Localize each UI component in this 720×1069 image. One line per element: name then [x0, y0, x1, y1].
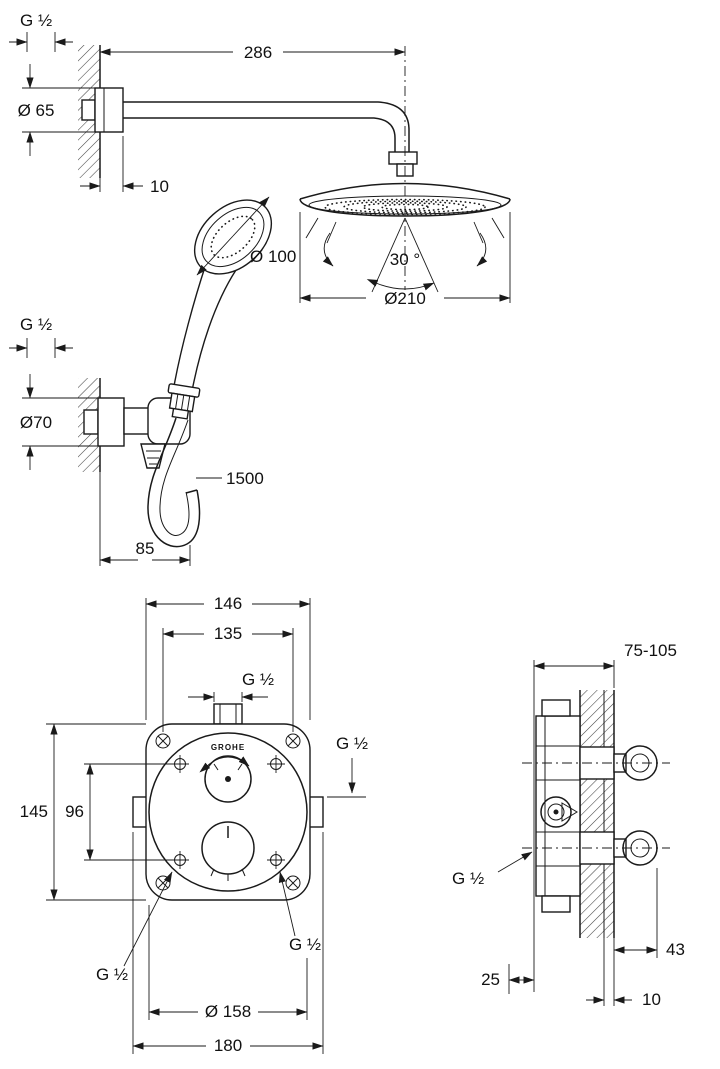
dim-hand-diameter: Ø 100 [196, 196, 296, 276]
shower-arm [81, 87, 418, 177]
dim-label-spray-angle: 30 ° [390, 250, 420, 269]
dim-label-installation-depth: 75-105 [624, 641, 677, 660]
rough-in-box [535, 699, 581, 913]
dim-label-holder-diameter: Ø70 [20, 413, 52, 432]
thread-label-holder: G ½ [20, 315, 52, 334]
hand-shower [167, 199, 273, 420]
dim-plate-height: 145 [20, 723, 146, 901]
mixer-side-view [522, 660, 670, 992]
dim-label-arm-length: 286 [244, 43, 272, 62]
dim-label-overall-width: 180 [214, 1036, 242, 1055]
dim-holder-diameter: Ø70 [20, 374, 98, 470]
dim-port-projection: 43 [613, 868, 685, 1006]
dim-overall-width: 180 [132, 832, 324, 1055]
thread-label-arm: G ½ [20, 11, 52, 30]
dim-port-spacing: 96 [65, 763, 172, 861]
dim-thread-bottom-left: G ½ [96, 871, 173, 984]
dim-label-port-spacing: 96 [65, 802, 84, 821]
dim-arm-length: 286 [99, 43, 406, 62]
dim-label-width-inner: 135 [214, 624, 242, 643]
dim-wall-clearance: 10 [80, 136, 169, 196]
dim-label-width-outer: 146 [214, 594, 242, 613]
dim-flange-diameter: Ø 65 [18, 64, 95, 156]
mixer-front-view: GROHE [132, 703, 324, 901]
thread-label-mixer-top: G ½ [242, 670, 274, 689]
dim-label-plate-height: 145 [20, 802, 48, 821]
dim-thread-side: G ½ [452, 851, 533, 888]
dim-screw-width-inner: 135 [162, 624, 294, 732]
dim-screw-width-outer: 146 [145, 594, 311, 720]
side-ports [613, 745, 658, 866]
dim-label-hose-length: 1500 [226, 469, 264, 488]
dim-holder-thread: G ½ [9, 315, 73, 358]
thread-label-mixer-right: G ½ [336, 734, 368, 753]
swivel-arrows [322, 232, 488, 267]
dim-label-port-projection: 43 [666, 940, 685, 959]
dim-trim-diameter: Ø 158 [148, 905, 308, 1021]
shower-hose [147, 417, 201, 548]
brand-logo: GROHE [211, 743, 245, 752]
dim-wall-layer: 10 [586, 938, 661, 1009]
dim-label-wall-clearance: 10 [150, 177, 169, 196]
dim-label-hand-diameter: Ø 100 [250, 247, 296, 266]
thermostat-handle [199, 755, 252, 803]
dim-arm-thread: G ½ [9, 11, 73, 52]
dim-label-trim-diameter: Ø 158 [205, 1002, 251, 1021]
head-shower [299, 46, 511, 293]
connection-ports [171, 755, 285, 869]
dim-installation-depth: 75-105 [533, 641, 677, 688]
dim-thread-right: G ½ [327, 734, 368, 798]
thread-label-mixer-bottom-right: G ½ [289, 935, 321, 954]
dim-thread-bottom-right: G ½ [278, 871, 321, 954]
thread-label-mixer-bottom-left: G ½ [96, 965, 128, 984]
dim-label-flange-diameter: Ø 65 [18, 101, 55, 120]
dim-hose-length: 1500 [196, 469, 264, 488]
dim-label-holder-projection: 85 [136, 539, 155, 558]
spray-cone [366, 217, 439, 293]
volume-handle [201, 821, 255, 881]
dim-label-front-clearance: 25 [481, 970, 500, 989]
dim-label-head-diameter: Ø210 [384, 289, 426, 308]
dim-label-wall-layer: 10 [642, 990, 661, 1009]
dim-holder-projection: 85 [99, 472, 191, 566]
dim-front-clearance: 25 [481, 964, 535, 994]
thread-label-side: G ½ [452, 869, 484, 888]
spray-lines [305, 217, 505, 244]
dim-head-diameter: Ø210 [299, 212, 511, 308]
dim-thread-top: G ½ [188, 670, 274, 702]
